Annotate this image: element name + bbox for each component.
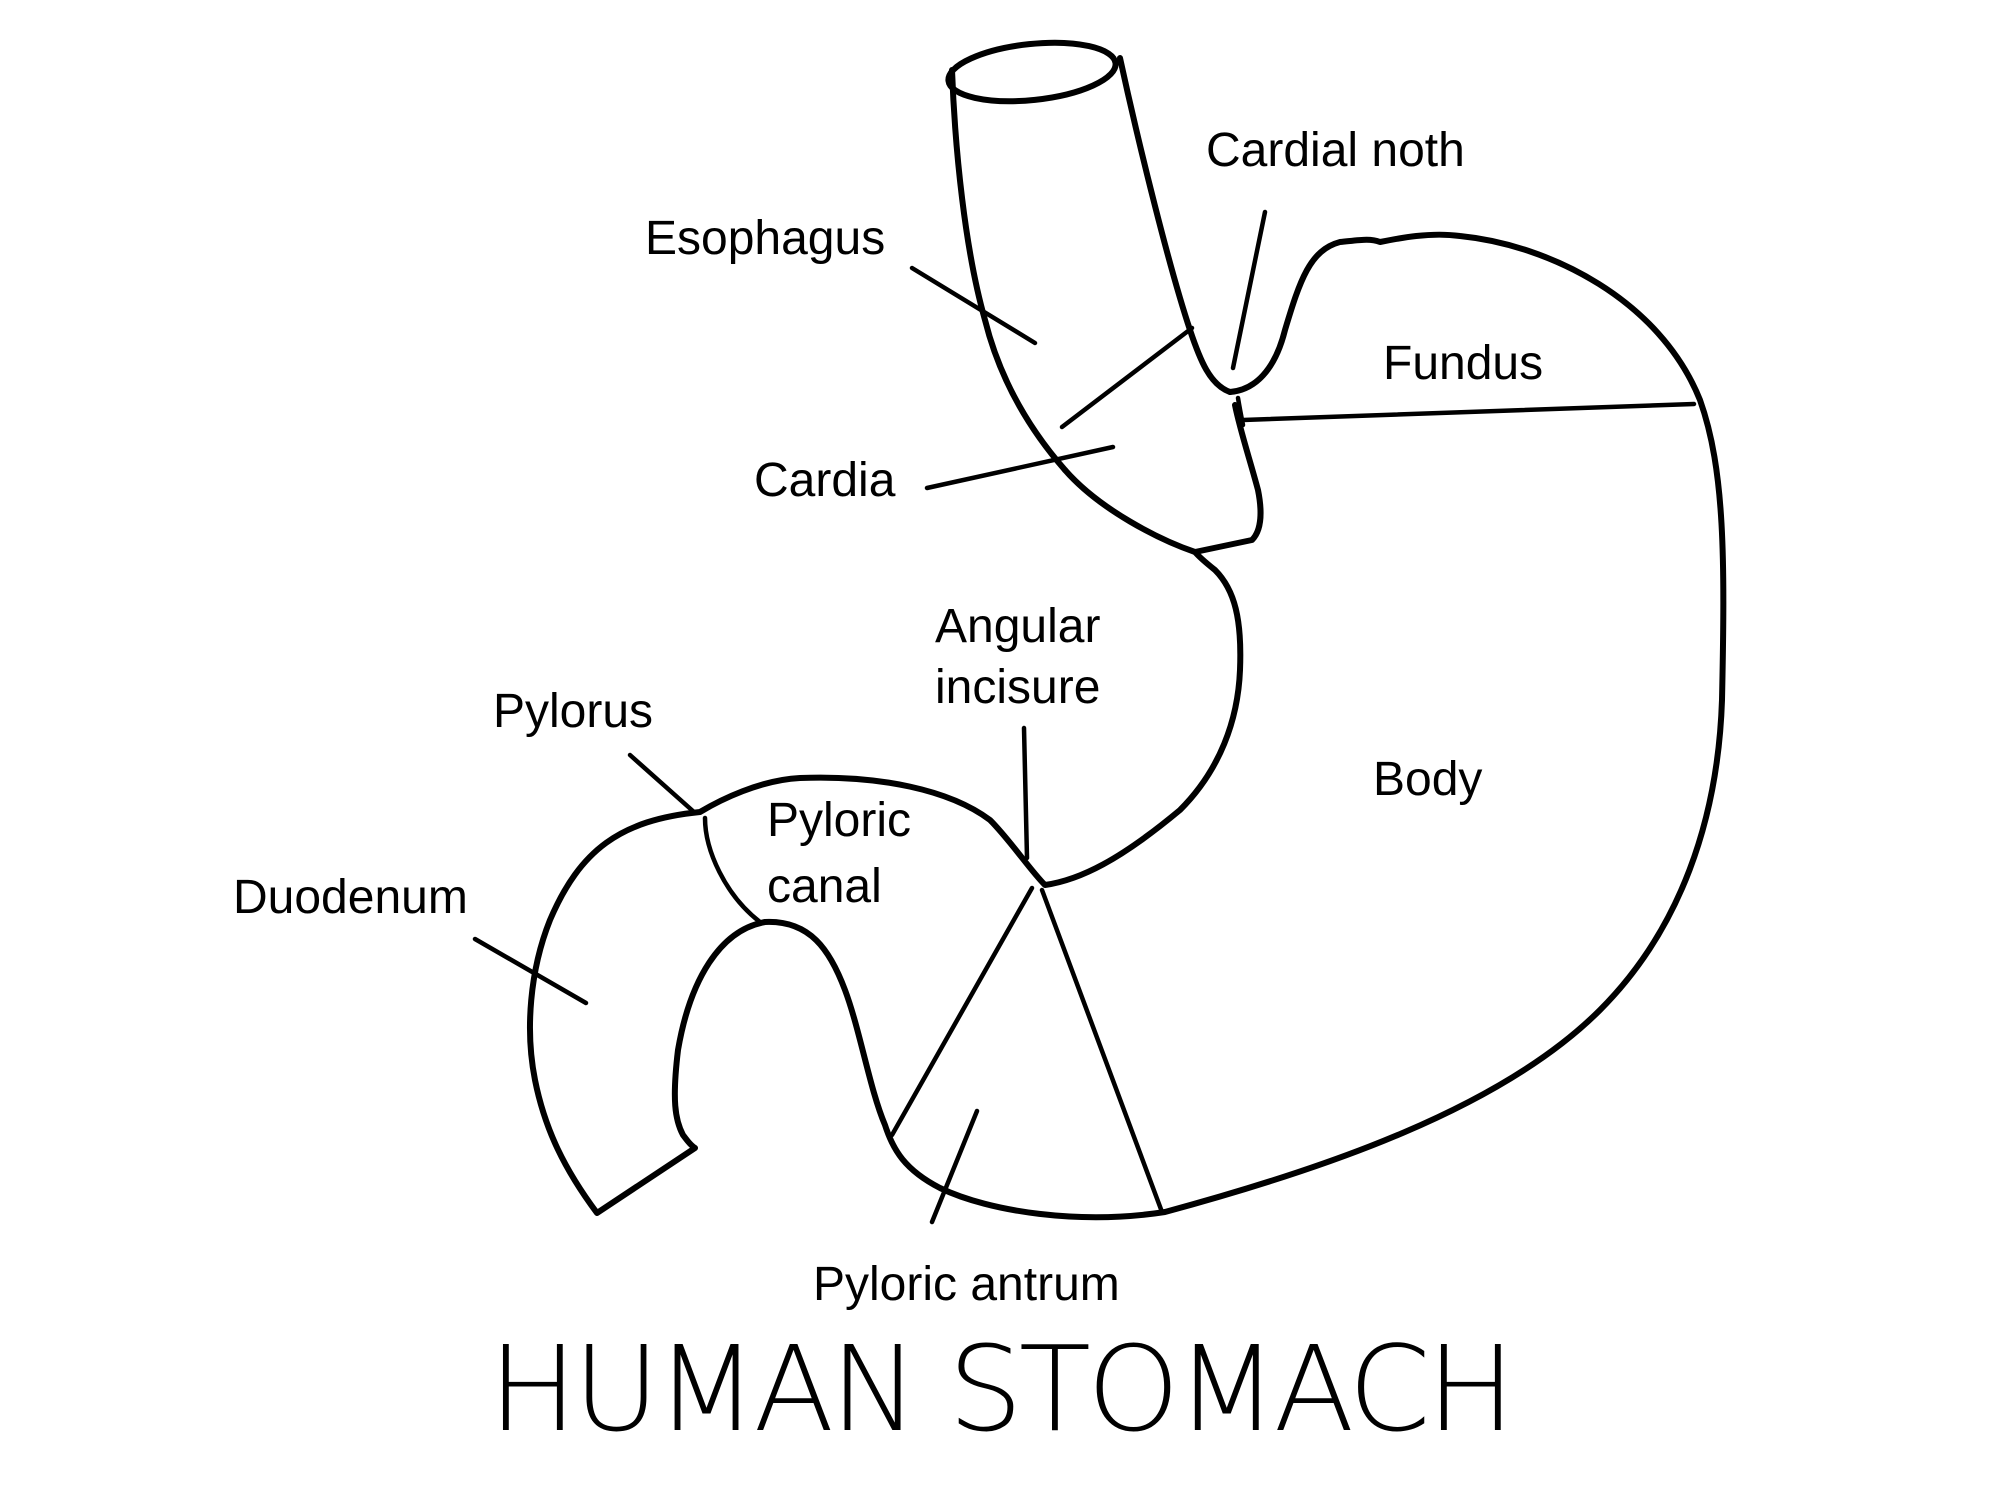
label-cardia: Cardia <box>754 454 896 507</box>
label-angular-incisure-1: Angular <box>935 600 1100 653</box>
label-duodenum: Duodenum <box>233 871 468 924</box>
fundus-body-divider <box>1240 401 1697 423</box>
leader-angular-incisure <box>1021 725 1030 861</box>
pylorus-divider <box>702 815 763 925</box>
lesser-curvature <box>1062 467 1198 555</box>
label-cardial-notch: Cardial noth <box>1206 124 1465 177</box>
leader-pylorus <box>627 752 697 815</box>
label-angular-incisure-2: incisure <box>935 661 1100 714</box>
stomach-outline <box>527 231 1727 1221</box>
antrum-right-divider <box>1039 887 1165 1215</box>
cardial-notch-divider <box>1235 395 1246 428</box>
leader-duodenum <box>472 936 589 1006</box>
leader-esophagus <box>909 265 1038 346</box>
esophagus-opening <box>945 39 1119 105</box>
label-pyloric-antrum: Pyloric antrum <box>813 1258 1120 1311</box>
diagram-title: HUMAN STOMACH <box>489 1320 1512 1458</box>
esophagus-right-wall <box>1117 55 1233 395</box>
leader-cardia <box>924 444 1116 491</box>
cardia-top-divider <box>1059 325 1195 430</box>
label-pylorus: Pylorus <box>493 685 653 738</box>
leader-cardial-notch <box>1230 209 1268 371</box>
esophagus-shape <box>945 39 1233 473</box>
label-pyloric-canal-2: canal <box>767 860 882 913</box>
label-esophagus: Esophagus <box>645 212 885 265</box>
antrum-left-divider <box>889 885 1035 1138</box>
label-fundus: Fundus <box>1383 337 1543 390</box>
label-body: Body <box>1373 753 1482 806</box>
leader-pyloric-antrum <box>929 1108 980 1225</box>
label-pyloric-canal-1: Pyloric <box>767 794 911 847</box>
esophagus-left-wall <box>949 67 1068 473</box>
